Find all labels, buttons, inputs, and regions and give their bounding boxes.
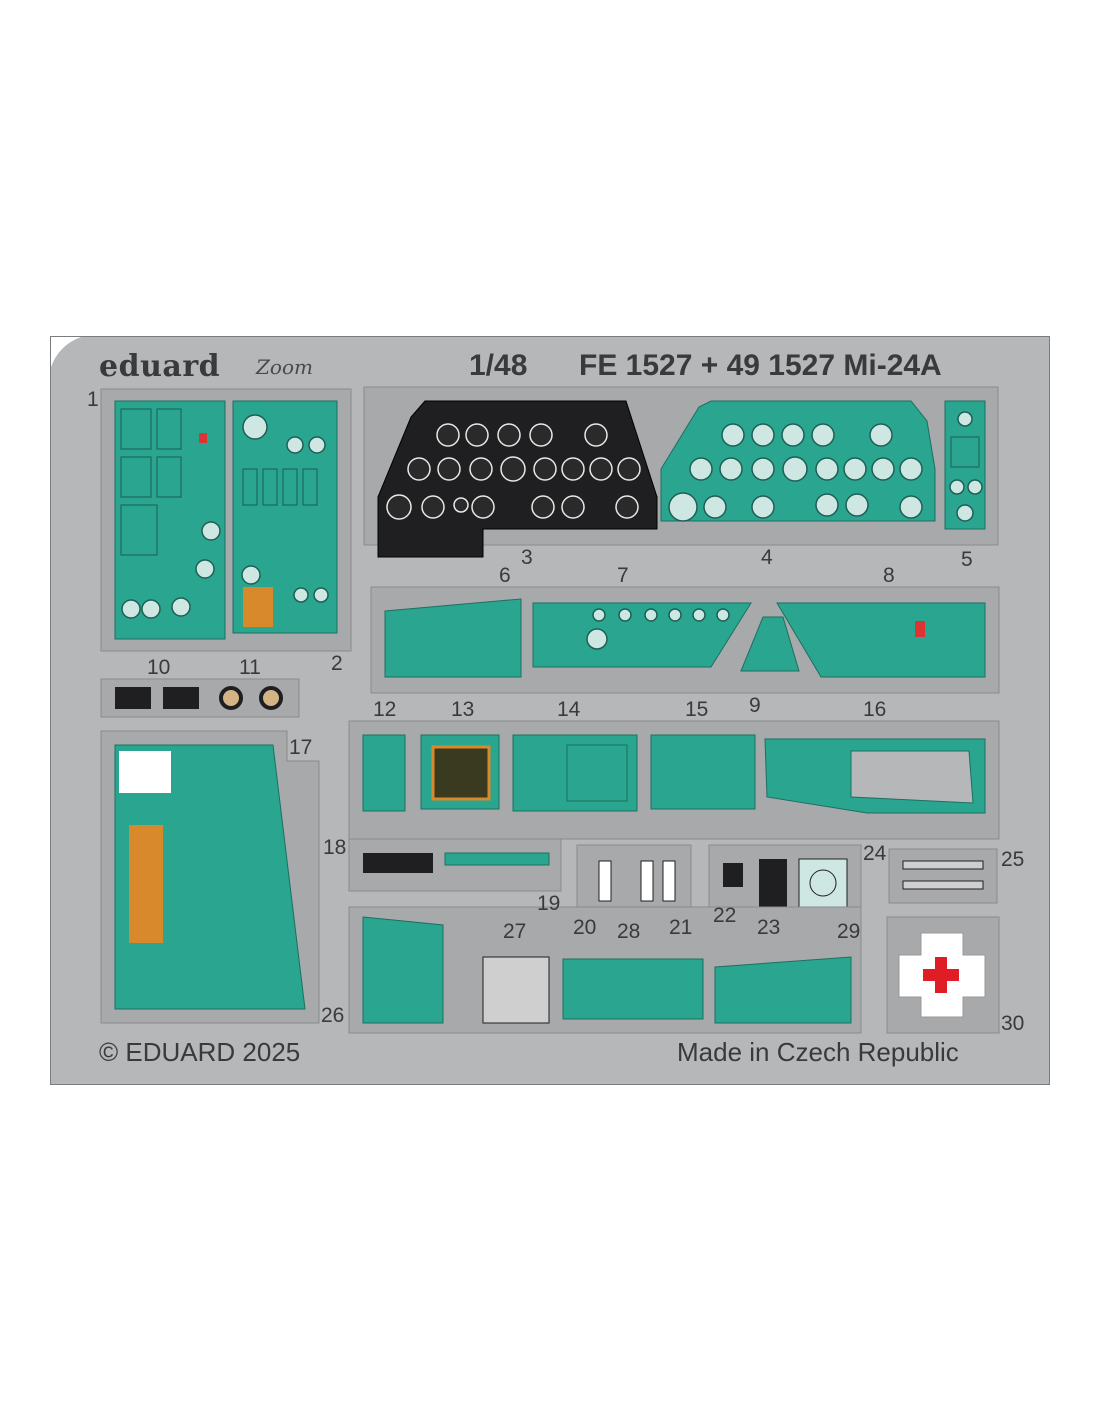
part-number: 22 bbox=[713, 904, 737, 927]
part-number: 19 bbox=[537, 892, 561, 915]
part-number: 20 bbox=[573, 916, 597, 939]
part-number: 27 bbox=[503, 920, 527, 943]
part-number: 1 bbox=[87, 388, 99, 411]
origin-text: Made in Czech Republic bbox=[677, 1037, 959, 1067]
part-number: 25 bbox=[1001, 848, 1025, 871]
part-2-detail bbox=[241, 414, 329, 627]
part-11a bbox=[219, 686, 243, 710]
part-number: 17 bbox=[289, 736, 313, 759]
part-number: 6 bbox=[499, 564, 511, 587]
part-number: 26 bbox=[321, 1004, 345, 1027]
part-10a bbox=[115, 687, 151, 709]
part-4-gauges bbox=[668, 423, 923, 522]
part-number: 15 bbox=[685, 698, 709, 721]
brand-logo: eduard bbox=[99, 349, 221, 384]
red-cross-icon bbox=[923, 957, 959, 993]
part-10b bbox=[163, 687, 199, 709]
part-number: 5 bbox=[961, 548, 973, 571]
frame-parts-24-25 bbox=[888, 848, 998, 904]
part-29-dial bbox=[809, 869, 837, 897]
scale-label: 1/48 bbox=[469, 349, 528, 382]
part-13-grid bbox=[431, 745, 491, 801]
part-11b bbox=[259, 686, 283, 710]
part-number: 21 bbox=[669, 916, 693, 939]
part-21 bbox=[662, 860, 676, 902]
part-number: 29 bbox=[837, 920, 861, 943]
product-title: FE 1527 + 49 1527 Mi-24A bbox=[579, 349, 942, 382]
part-12 bbox=[362, 734, 406, 812]
part-number: 28 bbox=[617, 920, 641, 943]
part-3-gauges bbox=[386, 423, 641, 520]
part-number: 8 bbox=[883, 564, 895, 587]
part-22 bbox=[723, 863, 743, 887]
part-number: 23 bbox=[757, 916, 781, 939]
part-number: 10 bbox=[147, 656, 171, 679]
part-number: 16 bbox=[863, 698, 887, 721]
part-5-detail bbox=[949, 411, 983, 522]
part-19 bbox=[444, 852, 550, 866]
part-9 bbox=[740, 616, 800, 672]
part-28 bbox=[640, 860, 654, 902]
copyright-text: © EDUARD 2025 bbox=[99, 1037, 301, 1067]
part-14-window bbox=[566, 744, 628, 802]
part-number: 24 bbox=[863, 842, 887, 865]
part-8 bbox=[776, 602, 986, 678]
part-23 bbox=[759, 859, 787, 907]
part-number: 13 bbox=[451, 698, 475, 721]
part-number: 11 bbox=[239, 656, 261, 679]
part-20 bbox=[598, 860, 612, 902]
part-number: 7 bbox=[617, 564, 629, 587]
part-16-cutout bbox=[850, 750, 974, 804]
part-15 bbox=[650, 734, 756, 810]
part-number: 14 bbox=[557, 698, 581, 721]
part-27c bbox=[562, 958, 704, 1020]
part-26-fuse-strip bbox=[129, 825, 163, 943]
part-27d bbox=[714, 956, 852, 1024]
part-number: 4 bbox=[761, 546, 773, 569]
part-24 bbox=[902, 860, 984, 870]
part-8-warning-light bbox=[915, 621, 925, 637]
part-26-placard bbox=[119, 751, 171, 793]
part-number: 18 bbox=[323, 836, 347, 859]
part-number: 30 bbox=[1001, 1012, 1025, 1035]
photo-etch-fret: eduard Zoom 1/48 FE 1527 + 49 1527 Mi-24… bbox=[50, 336, 1050, 1085]
part-number: 3 bbox=[521, 546, 533, 569]
part-number: 2 bbox=[331, 652, 343, 675]
part-7-detail bbox=[586, 608, 730, 650]
part-6 bbox=[384, 598, 522, 678]
part-number: 9 bbox=[749, 694, 761, 717]
part-27b bbox=[482, 956, 550, 1024]
zoom-logo: Zoom bbox=[256, 355, 313, 379]
fret-artwork bbox=[51, 337, 1000, 1034]
part-18 bbox=[363, 853, 433, 873]
part-1-detail bbox=[120, 408, 221, 619]
part-25 bbox=[902, 880, 984, 890]
part-number: 12 bbox=[373, 698, 397, 721]
corner-notch bbox=[51, 337, 81, 367]
part-27a bbox=[362, 916, 444, 1024]
